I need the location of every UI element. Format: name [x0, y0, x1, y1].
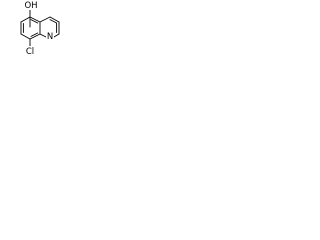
bond-c2-n1: [53, 33, 60, 38]
bond-c4-c3: [49, 16, 60, 23]
chlorine-label: Cl: [26, 47, 34, 57]
bond-c5-c6: [20, 16, 31, 23]
hydroxyl-label: OH: [24, 1, 37, 11]
chlorine-label-background: [24, 46, 36, 56]
double-bond-left-ring-b: [30, 32, 39, 37]
ring-nitrogen-label: N: [47, 32, 53, 42]
bond-c4a-c4: [39, 16, 51, 23]
bond-c8-c8a: [29, 33, 41, 40]
hydroxyl-label-background: [24, 0, 38, 10]
bond-c7-c8: [20, 33, 31, 40]
bond-n1-c8a: [39, 33, 47, 38]
quinoline-structure-diagram: OH N Cl: [20, 0, 60, 57]
double-bond-left-ring-c: [30, 19, 39, 24]
bond-c4a-c5-link: [29, 16, 41, 23]
double-bond-right-ring-a: [49, 19, 58, 24]
nitrogen-label-background: [46, 31, 54, 41]
